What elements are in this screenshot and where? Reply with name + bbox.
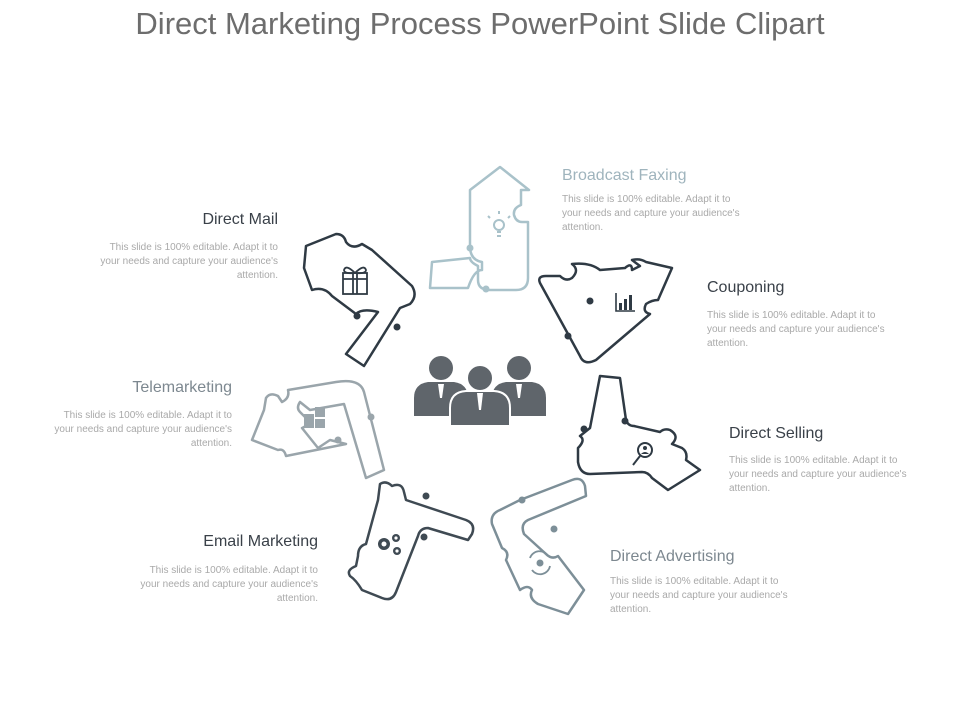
direct-mail-description: This slide is 100% editable. Adapt it to… xyxy=(100,242,278,281)
people-group-icon xyxy=(414,356,546,427)
direct-selling-piece xyxy=(576,374,702,492)
refresh-gear-icon xyxy=(529,550,551,576)
direct-selling-description: This slide is 100% editable. Adapt it to… xyxy=(729,455,907,494)
direct-mail-piece xyxy=(302,232,416,368)
slide-title: Direct Marketing Process PowerPoint Slid… xyxy=(135,6,825,41)
telemarketing-piece xyxy=(250,379,386,480)
magnifier-user-icon xyxy=(632,442,653,466)
email-marketing-piece xyxy=(347,481,475,601)
bar-chart-icon xyxy=(615,293,635,312)
broadcast-faxing-piece xyxy=(428,165,531,293)
lightbulb-icon xyxy=(487,211,511,237)
couponing-piece xyxy=(538,258,674,364)
puzzle-icon xyxy=(304,407,325,428)
telemarketing-description: This slide is 100% editable. Adapt it to… xyxy=(54,410,232,449)
gift-icon xyxy=(342,266,368,295)
couponing-description: This slide is 100% editable. Adapt it to… xyxy=(707,310,885,349)
direct-advertising-description: This slide is 100% editable. Adapt it to… xyxy=(610,576,788,615)
broadcast-faxing-description: This slide is 100% editable. Adapt it to… xyxy=(562,194,740,233)
email-marketing-description: This slide is 100% editable. Adapt it to… xyxy=(140,565,318,604)
email-marketing-label: Email Marketing xyxy=(203,533,318,550)
direct-advertising-label: Direct Advertising xyxy=(610,548,735,565)
direct-advertising-piece xyxy=(490,477,588,616)
couponing-label: Couponing xyxy=(707,279,785,296)
direct-mail-label: Direct Mail xyxy=(202,211,278,228)
direct-selling-label: Direct Selling xyxy=(729,425,824,442)
gears-icon xyxy=(378,534,401,555)
telemarketing-label: Telemarketing xyxy=(132,379,232,396)
broadcast-faxing-label: Broadcast Faxing xyxy=(562,167,687,184)
